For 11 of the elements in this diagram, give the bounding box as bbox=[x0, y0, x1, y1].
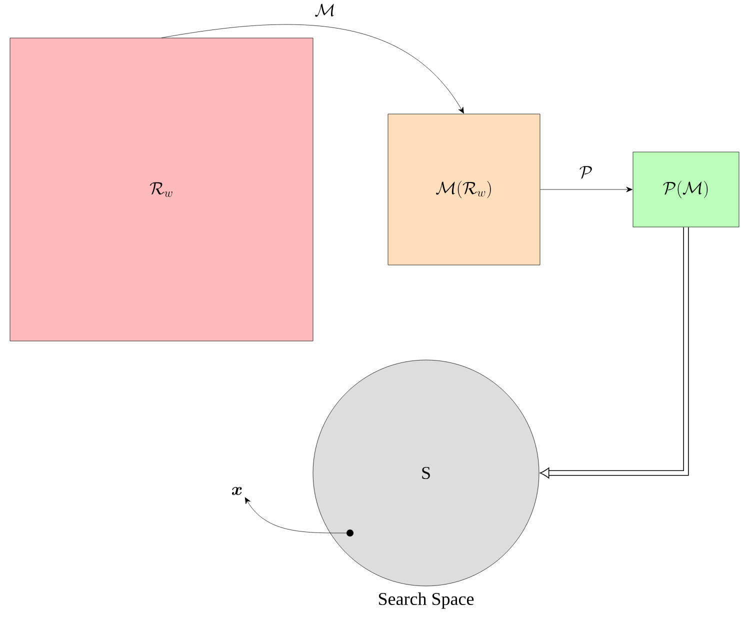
point-dot bbox=[346, 530, 354, 536]
square-box: $\mathcal{R}_w$ bbox=[10, 38, 314, 342]
edge-label: $\mathcal{P}$ bbox=[578, 165, 594, 179]
square-box: $\mathcal{M}(\mathcal{R}_w)$ bbox=[388, 114, 540, 266]
point-label: $\boldsymbol{x}$ bbox=[232, 487, 242, 495]
process-box: $\mathcal{P}(\mathcal{M})$ bbox=[632, 152, 740, 228]
caption-text: Search Space bbox=[379, 592, 474, 609]
arrow bbox=[540, 227, 689, 478]
arrow bbox=[540, 186, 632, 192]
arrow bbox=[161, 24, 464, 114]
edge-label: $\mathcal{M}$ bbox=[314, 3, 336, 17]
